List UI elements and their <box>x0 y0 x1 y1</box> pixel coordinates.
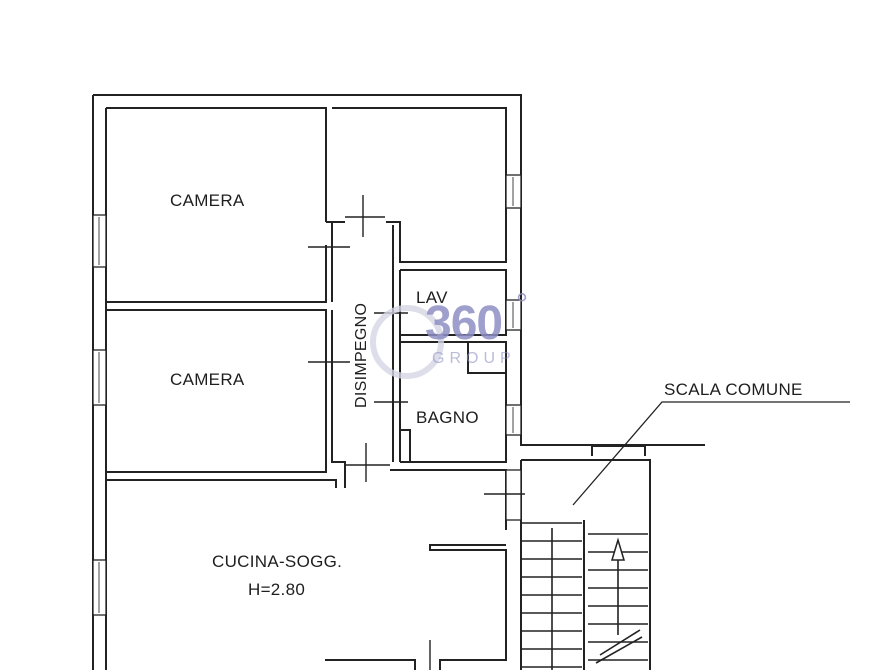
ceiling-height-label: H=2.80 <box>248 580 306 599</box>
room-label-lav: LAV <box>416 288 448 307</box>
scala-comune-label: SCALA COMUNE <box>664 380 803 399</box>
watermark-ring-icon <box>370 305 444 379</box>
watermark-group: GROUP <box>432 350 516 367</box>
watermark-360: 360 <box>425 297 503 350</box>
room-label-camera-2: CAMERA <box>170 370 245 389</box>
room-label-camera-1: CAMERA <box>170 191 245 210</box>
room-label-disimpegno: DISIMPEGNO <box>353 302 370 408</box>
watermark-degree: ° <box>516 288 528 321</box>
room-label-bagno: BAGNO <box>416 408 479 427</box>
room-label-cucina: CUCINA-SOGG. <box>212 552 343 571</box>
